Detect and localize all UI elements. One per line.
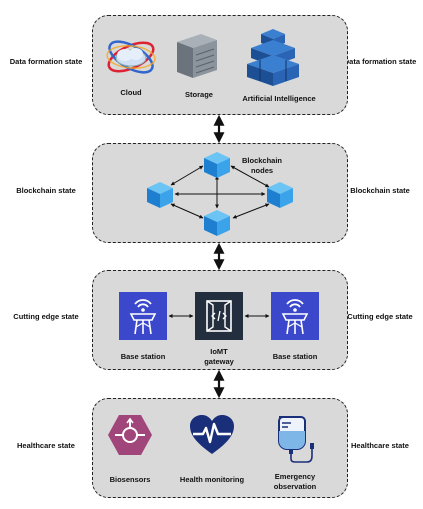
cloud-label: Cloud	[120, 88, 142, 97]
right-label-blockchain: Blockchain state	[350, 186, 410, 195]
blockchain-node-icon	[267, 182, 293, 208]
left-label-data: Data formation state	[9, 57, 83, 66]
biosensors-label: Biosensors	[109, 475, 151, 484]
iomt-gateway-icon	[195, 292, 243, 340]
health-monitoring-label: Health monitoring	[179, 475, 245, 484]
base-station-icon	[271, 292, 319, 340]
left-label-edge: Cutting edge state	[13, 312, 79, 321]
left-label-blockchain: Blockchain state	[16, 186, 76, 195]
right-label-data: Data formation state	[343, 57, 417, 66]
data-formation-panel: Cloud Storage Artificial Intelligence	[92, 15, 348, 115]
blockchain-network-links	[170, 165, 270, 219]
right-label-edge: Cutting edge state	[347, 312, 413, 321]
cutting-edge-panel: Base station IoMT gateway Base station	[92, 270, 348, 370]
artificial-intelligence-icon	[247, 29, 299, 86]
base-station-left-label: Base station	[120, 352, 166, 361]
blockchain-node-icon	[147, 182, 173, 208]
heart-monitor-icon	[190, 415, 234, 454]
blockchain-panel: Blockchain nodes	[92, 143, 348, 243]
blockchain-node-icon	[204, 152, 230, 178]
right-label-healthcare: Healthcare state	[351, 441, 409, 450]
base-station-icon	[119, 292, 167, 340]
storage-label: Storage	[185, 90, 213, 99]
iomt-gateway-label: IoMT gateway	[204, 347, 234, 366]
edge-links	[168, 314, 270, 318]
emergency-observation-label: Emergency observation	[273, 472, 317, 491]
blockchain-node-icon	[204, 210, 230, 236]
cloud-icon	[106, 40, 156, 74]
left-label-healthcare: Healthcare state	[17, 441, 75, 450]
blockchain-nodes-label: Blockchain nodes	[241, 156, 282, 175]
iv-bag-icon	[278, 416, 314, 463]
healthcare-panel: Biosensors Health monitoring Emergency o…	[92, 398, 348, 498]
artificial-intelligence-label: Artificial Intelligence	[242, 94, 316, 103]
base-station-right-label: Base station	[272, 352, 318, 361]
biosensor-icon	[108, 415, 152, 455]
storage-icon	[177, 34, 217, 78]
